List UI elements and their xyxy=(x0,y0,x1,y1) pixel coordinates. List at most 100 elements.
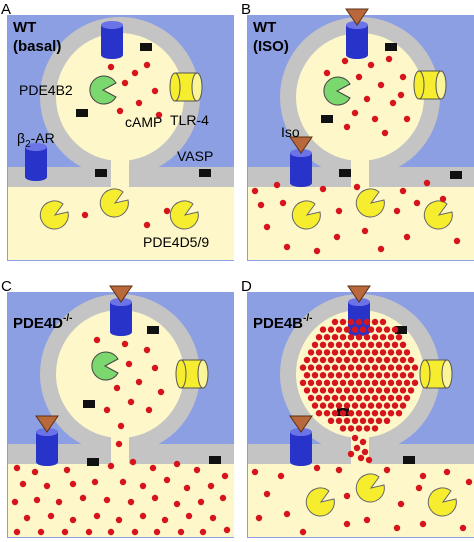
camp-dot-icon xyxy=(339,410,347,417)
camp-dot-icon xyxy=(359,356,367,364)
camp-dot-icon xyxy=(363,349,371,356)
camp-dot-icon xyxy=(387,349,395,356)
camp-dot-icon xyxy=(335,466,343,474)
camp-dot-icon xyxy=(363,379,371,386)
camp-dot-icon xyxy=(367,402,375,409)
camp-dot-icon xyxy=(359,387,367,394)
receptor-icon xyxy=(290,428,312,466)
camp-dot-icon xyxy=(327,356,335,364)
camp-dot-icon xyxy=(343,326,351,333)
camp-dot-icon xyxy=(313,464,321,472)
camp-dot-icon xyxy=(339,349,347,356)
camp-dot-icon xyxy=(347,394,355,402)
camp-dot-icon xyxy=(391,402,399,409)
pde4d59-label: PDE4D5/9 xyxy=(143,234,209,250)
camp-dot-icon xyxy=(319,402,327,409)
camp-dot-icon xyxy=(331,410,339,417)
camp-dot-icon xyxy=(359,372,367,379)
camp-dot-icon xyxy=(459,524,467,532)
camp-dot-icon xyxy=(379,349,387,356)
camp-dot-icon xyxy=(343,492,351,500)
camp-dot-icon xyxy=(359,326,367,333)
camp-dot-icon xyxy=(335,356,343,364)
camp-dot-icon xyxy=(347,364,355,371)
tlr4-channel-icon xyxy=(419,359,453,389)
camp-dot-icon xyxy=(347,450,355,458)
camp-dot-icon xyxy=(375,356,383,364)
camp-dot-icon xyxy=(407,356,415,364)
camp-dot-icon xyxy=(359,402,367,409)
camp-dot-icon xyxy=(367,326,375,333)
camp-dot-icon xyxy=(303,356,311,364)
camp-dot-icon xyxy=(359,417,367,424)
camp-dot-icon xyxy=(327,387,335,394)
panel-b-letter: B xyxy=(241,1,251,18)
vasp-marker-icon xyxy=(147,326,159,334)
camp-dot-icon xyxy=(379,318,387,326)
camp-dot-icon xyxy=(359,438,367,446)
camp-label: cAMP xyxy=(125,114,162,130)
camp-dot-icon xyxy=(465,478,473,486)
camp-dot-icon xyxy=(375,402,383,409)
camp-dot-icon xyxy=(327,402,335,409)
panel-b: B WT (ISO) Iso xyxy=(241,1,474,261)
camp-dot-icon xyxy=(307,349,315,356)
camp-dot-icon xyxy=(395,349,403,356)
camp-dot-icon xyxy=(371,364,379,371)
camp-dot-icon xyxy=(315,349,323,356)
camp-dot-icon xyxy=(399,341,407,348)
camp-dot-icon xyxy=(351,417,359,424)
camp-dot-icon xyxy=(331,364,339,371)
camp-dot-icon xyxy=(371,425,379,432)
panel-a-title-2: (basal) xyxy=(13,38,61,55)
camp-dot-icon xyxy=(307,379,315,386)
camp-dot-icon xyxy=(361,448,369,456)
camp-dot-icon xyxy=(415,484,423,492)
camp-dot-icon xyxy=(367,372,375,379)
camp-dot-icon xyxy=(255,514,263,522)
camp-dot-icon xyxy=(323,349,331,356)
camp-dot-icon xyxy=(411,364,419,371)
camp-dot-icon xyxy=(353,444,361,452)
camp-dot-icon xyxy=(331,318,339,326)
camp-dot-icon xyxy=(355,410,363,417)
camp-dot-icon xyxy=(331,349,339,356)
camp-dot-icon xyxy=(335,387,343,394)
camp-dot-icon xyxy=(363,364,371,371)
camp-dot-icon xyxy=(371,318,379,326)
camp-dot-icon xyxy=(363,425,371,432)
camp-dot-icon xyxy=(375,341,383,348)
camp-dot-icon xyxy=(339,318,347,326)
camp-dot-icon xyxy=(407,372,415,379)
camp-dot-icon xyxy=(363,394,371,402)
camp-dot-icon xyxy=(323,379,331,386)
camp-dot-icon xyxy=(323,364,331,371)
vasp-marker-icon xyxy=(450,171,462,179)
camp-dot-icon xyxy=(327,417,335,424)
camp-dot-icon xyxy=(371,334,379,341)
tlr4-label: TLR-4 xyxy=(170,112,209,128)
camp-dot-icon xyxy=(365,456,373,464)
camp-dot-icon xyxy=(327,372,335,379)
camp-dot-icon xyxy=(347,379,355,386)
camp-dot-icon xyxy=(363,516,371,524)
camp-dot-icon xyxy=(299,379,307,386)
camp-dot-icon xyxy=(367,341,375,348)
camp-dot-icon xyxy=(383,417,391,424)
camp-dot-icon xyxy=(383,356,391,364)
camp-dot-icon xyxy=(387,394,395,402)
camp-dot-icon xyxy=(311,372,319,379)
panel-b-title-2: (ISO) xyxy=(253,38,289,55)
camp-dot-icon xyxy=(327,341,335,348)
camp-dot-icon xyxy=(343,387,351,394)
tlr4-channel-icon xyxy=(169,72,203,102)
camp-dot-icon xyxy=(315,364,323,371)
panel-a-letter: A xyxy=(1,1,11,18)
camp-dot-icon xyxy=(351,356,359,364)
camp-dot-icon xyxy=(331,379,339,386)
iso-label: Iso xyxy=(281,124,300,140)
camp-dot-icon xyxy=(371,379,379,386)
camp-dot-icon xyxy=(393,524,401,532)
camp-dot-icon xyxy=(403,364,411,371)
camp-dot-icon xyxy=(343,372,351,379)
